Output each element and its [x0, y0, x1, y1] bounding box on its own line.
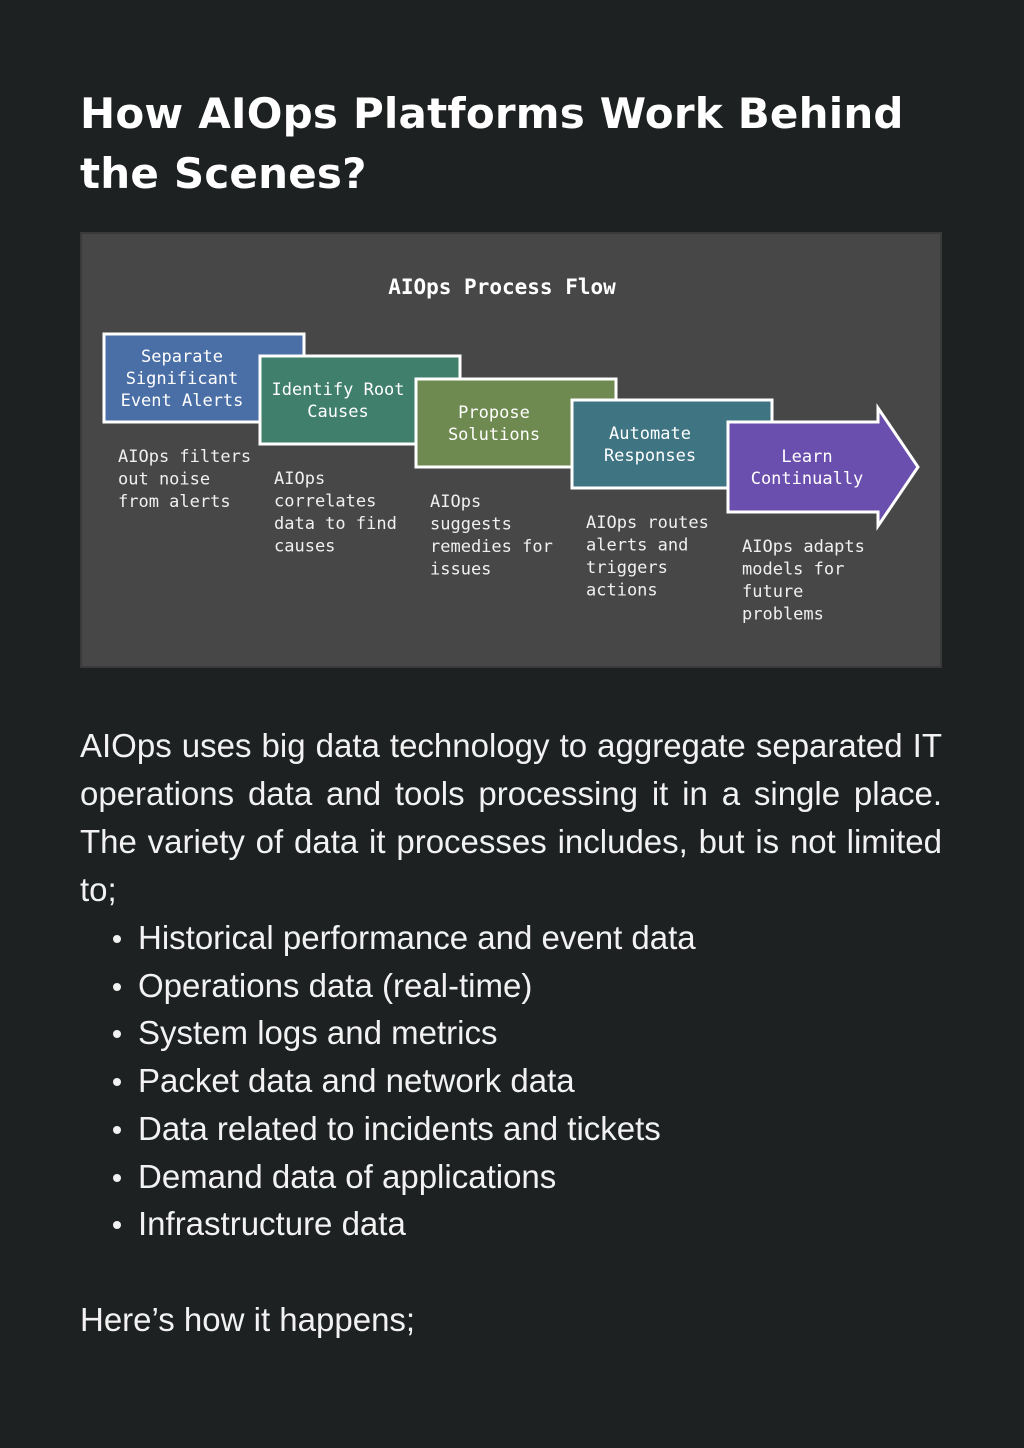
bullet-dot	[113, 1078, 121, 1087]
step-description: models for	[742, 560, 844, 580]
step-description: AIOps routes	[586, 513, 709, 533]
step-label: Continually	[751, 469, 864, 489]
step-description: AIOps	[274, 469, 325, 489]
step-description: future	[742, 582, 803, 602]
data-types-list: Historical performance and event data Op…	[80, 914, 942, 1248]
bullet-dot	[113, 982, 121, 991]
step-label: Event Alerts	[121, 391, 244, 411]
step-label: Solutions	[448, 425, 540, 445]
step-description: data to find	[274, 514, 397, 534]
step-description: AIOps filters	[118, 447, 251, 467]
step-description: actions	[586, 581, 658, 601]
list-item: Packet data and network data	[80, 1057, 942, 1105]
step-label: Propose	[458, 403, 530, 423]
step-label: Causes	[307, 402, 368, 422]
step-description: out noise	[118, 470, 210, 490]
closing-text: Here’s how it happens;	[80, 1301, 416, 1338]
list-item: Historical performance and event data	[80, 914, 942, 962]
step-description: triggers	[586, 558, 668, 578]
step-description: alerts and	[586, 536, 688, 556]
bullet-dot	[113, 1030, 121, 1039]
bullet-dot	[113, 1125, 121, 1134]
step-description: issues	[430, 560, 491, 580]
step-description: correlates	[274, 492, 376, 512]
figure-title: AIOps Process Flow	[388, 275, 616, 299]
list-item: Data related to incidents and tickets	[80, 1105, 942, 1153]
step-description: from alerts	[118, 492, 231, 512]
step-label: Responses	[604, 446, 696, 466]
step-description: AIOps	[430, 492, 481, 512]
step-label: Significant	[126, 369, 239, 389]
intro-paragraph: AIOps uses big data technology to aggreg…	[80, 727, 942, 908]
process-flow-diagram: AIOps Process Flow SeparateSignificantEv…	[102, 275, 920, 625]
step-label: Separate	[141, 347, 223, 367]
step-arrow-shape	[726, 403, 920, 531]
step-label: Learn	[781, 447, 832, 467]
list-item: Operations data (real-time)	[80, 962, 942, 1010]
step-description: causes	[274, 537, 335, 557]
list-item: Infrastructure data	[80, 1200, 942, 1248]
bullet-dot	[113, 935, 121, 943]
list-item: Demand data of applications	[80, 1153, 942, 1201]
step-description: remedies for	[430, 537, 553, 557]
step-label: Automate	[609, 424, 691, 444]
bullet-dot	[113, 1173, 121, 1182]
step-description: problems	[742, 605, 824, 625]
page-title: How AIOps Platforms Work Behind the Scen…	[80, 89, 904, 198]
list-item: System logs and metrics	[80, 1009, 942, 1057]
bullet-dot	[113, 1221, 121, 1230]
step-description: suggests	[430, 515, 512, 535]
step-description: AIOps adapts	[742, 537, 865, 557]
step-label: Identify Root	[271, 380, 404, 400]
